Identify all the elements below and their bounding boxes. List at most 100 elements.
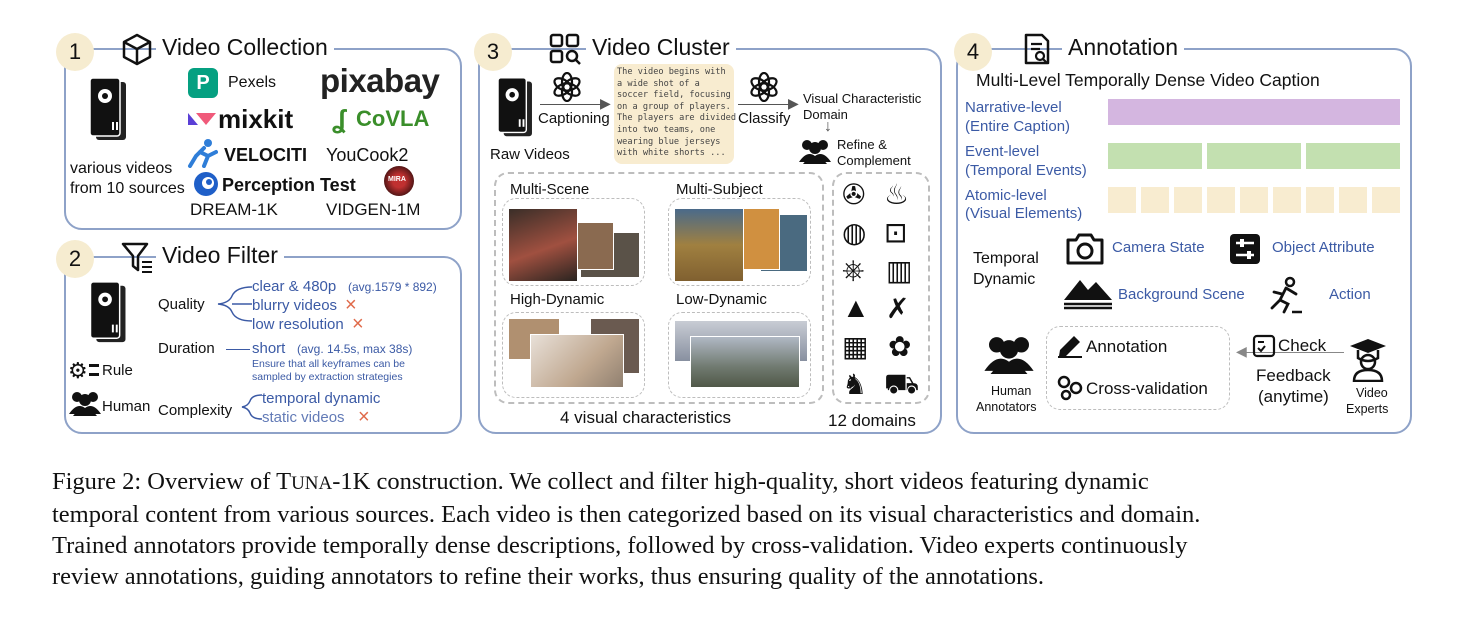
footer-domains: 12 domains: [828, 411, 916, 430]
source-mira: MIRA: [388, 176, 406, 183]
sliders-icon: [1230, 234, 1260, 264]
plant-icon: ✿: [888, 331, 912, 362]
reject-mark-2: ×: [352, 313, 364, 335]
reject-mark-1: ×: [345, 294, 357, 316]
pen-icon: [1058, 336, 1082, 358]
mixkit-logo-icon: [188, 113, 216, 125]
caption-line-1-rest: -1K construction. We collect and filter …: [332, 468, 1149, 495]
annotation-task-box: [1046, 326, 1230, 410]
dynamic-camera-state: Camera State: [1112, 239, 1205, 256]
visual-char-label-1: Visual Characteristic: [803, 91, 922, 106]
video-stack-icon-2: [89, 281, 126, 343]
rule-label: Rule: [102, 362, 133, 379]
basketball-icon: ◍: [842, 217, 867, 248]
level-segment: [1372, 187, 1400, 213]
reject-mark-3: ×: [358, 406, 370, 428]
cross-validation-icon: [1057, 375, 1083, 401]
mountain-icon: ▲: [842, 292, 870, 323]
level-segment: [1306, 143, 1400, 169]
human-annotators-2: Annotators: [976, 400, 1037, 414]
level-segment: [1108, 99, 1400, 125]
source-dream-1k: DREAM-1K: [190, 200, 278, 219]
caption-line: The players are divided: [617, 113, 736, 124]
annotation-subtitle: Multi-Level Temporally Dense Video Capti…: [976, 70, 1320, 90]
caption-line: with white shorts ...: [617, 148, 726, 159]
dynamic-background-scene: Background Scene: [1118, 286, 1245, 303]
caption-line-2: temporal content from various sources. E…: [52, 501, 1201, 528]
furniture-icon: ⊡: [884, 217, 908, 248]
char-low-dynamic: Low-Dynamic: [676, 291, 767, 308]
refine-label-1: Refine &: [837, 137, 887, 152]
cat-icon: ♞: [842, 369, 868, 400]
pexels-logo-icon: P: [188, 68, 218, 98]
caption-line: into two teams, one: [617, 124, 716, 135]
steering-wheel-icon: ⎈: [842, 254, 865, 285]
graduate-icon: [1350, 339, 1386, 382]
level-segment: [1207, 187, 1235, 213]
level-event-desc: (Temporal Events): [965, 162, 1087, 179]
source-velociti: VELOCITI: [224, 145, 308, 165]
figure-caption: Figure 2: Overview of TUNA-1K constructi…: [52, 466, 1432, 592]
characteristics-box: [494, 172, 824, 404]
caption-line-1: Figure 2: Overview of TUNA-1K constructi…: [52, 466, 1432, 499]
feedback-arrow: [1244, 352, 1344, 353]
rule-lines-icon: [89, 364, 99, 376]
human-annotators-icon: [984, 337, 1034, 374]
down-arrow-icon: ↓: [824, 118, 832, 135]
captioning-arrow: [540, 104, 604, 105]
source-perception-test: Perception Test: [222, 175, 356, 195]
videos-label-2: from 10 sources: [70, 180, 185, 197]
experts-label-2: Experts: [1346, 402, 1389, 416]
level-event-name: Event-level: [965, 143, 1040, 160]
dynamic-action: Action: [1329, 286, 1371, 303]
cooking-pot-icon: ♨: [884, 179, 910, 210]
feedback-label-2: (anytime): [1258, 387, 1329, 406]
check-label: Check: [1278, 336, 1327, 355]
source-covla: CoVLA: [356, 106, 430, 131]
level-segment: [1108, 187, 1136, 213]
caption-box: [614, 64, 734, 164]
level-segment: [1174, 187, 1202, 213]
visual-char-label-2: Domain: [803, 107, 848, 122]
video-stack-icon: [89, 77, 126, 140]
multi-scene-frame: [508, 208, 578, 282]
level-segment: [1108, 143, 1202, 169]
arrow-head-1: ▶: [600, 95, 611, 111]
human-group-icon: [69, 392, 101, 416]
classify-arrow: [738, 104, 792, 105]
level-segment: [1207, 143, 1301, 169]
experts-label-1: Video: [1356, 386, 1388, 400]
captioning-label: Captioning: [538, 110, 610, 127]
high-dynamic-frame: [530, 334, 624, 388]
footer-visual-characteristics: 4 visual characteristics: [560, 408, 732, 427]
duration-note-1: Ensure that all keyframes can be: [252, 358, 405, 370]
multi-scene-box: [502, 198, 645, 286]
caption-line: wearing blue jerseys: [617, 136, 721, 147]
caption-text: The video begins with a wide shot of a s…: [617, 67, 736, 160]
level-segment: [1273, 187, 1301, 213]
utensils-icon: ✗: [886, 293, 910, 324]
quality-avg: (avg.1579 * 892): [348, 280, 437, 294]
source-pixabay: pixabay: [320, 62, 440, 99]
panel1-title: Video Collection: [156, 34, 334, 61]
quality-blurry: blurry videos: [252, 297, 338, 314]
quality-clear: clear & 480p: [252, 278, 337, 295]
complexity-temporal: temporal dynamic: [262, 390, 381, 407]
caption-line-1-prefix: Figure 2: Overview of T: [52, 468, 292, 495]
caption-line-1-smallcaps: UNA: [291, 473, 333, 494]
covla-logo-icon: ʆ: [332, 104, 347, 134]
high-dynamic-box: [502, 312, 645, 398]
duration-short: short: [252, 340, 286, 357]
duration-connector: [226, 349, 250, 350]
raw-videos-label: Raw Videos: [490, 146, 570, 163]
building-icon: ▥: [886, 255, 913, 286]
level-segment: [1339, 187, 1367, 213]
people-group-icon: [799, 140, 831, 164]
cross-validation-label: Cross-validation: [1086, 379, 1208, 398]
level-segment: [1306, 187, 1334, 213]
city-icon: ▦: [842, 331, 869, 362]
caption-line: soccer field, focusing: [617, 90, 731, 101]
panel4-number: 4: [954, 33, 992, 71]
running-person-icon: [1270, 276, 1302, 314]
document-search-icon: [1024, 33, 1050, 65]
